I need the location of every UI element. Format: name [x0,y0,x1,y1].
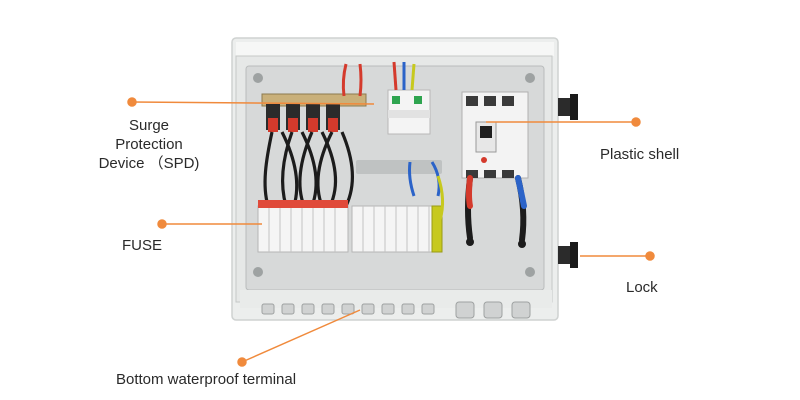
label-spd-line-2: Protection [115,136,183,153]
screw-icon [525,73,535,83]
label-bottom-waterproof-terminal: Bottom waterproof terminal [116,371,297,388]
callout-dot-shell [631,117,641,127]
middle-wires [408,161,445,221]
screw-icon [525,267,535,277]
callouts [127,97,655,367]
callout-line-spd [131,101,375,105]
label-spd-line-3: Device （SPD) [98,155,200,172]
label-lock: Lock [626,279,658,296]
red-wires-top [341,63,363,97]
breaker-cables [465,175,527,248]
label-plastic-shell: Plastic shell [600,146,680,163]
screw-icon [253,73,263,83]
circuit-breaker [461,91,529,179]
din-rail [356,160,442,174]
spd-module [387,61,431,135]
label-fuse: FUSE [122,237,163,254]
label-spd: Surge Protection Device （SPD) [84,116,214,173]
callout-line-bottom [241,309,361,363]
callout-dot-spd [127,97,137,107]
callout-dot-lock [645,251,655,261]
label-spd-line-1: Surge [128,117,170,134]
callout-dot-bottom [237,357,247,367]
screw-icon [253,267,263,277]
fuse-row-right [351,205,443,253]
callout-dot-fuse [157,219,167,229]
lock-hinges [558,94,578,268]
fuse-row-left [257,200,349,253]
bottom-glands [261,301,531,319]
